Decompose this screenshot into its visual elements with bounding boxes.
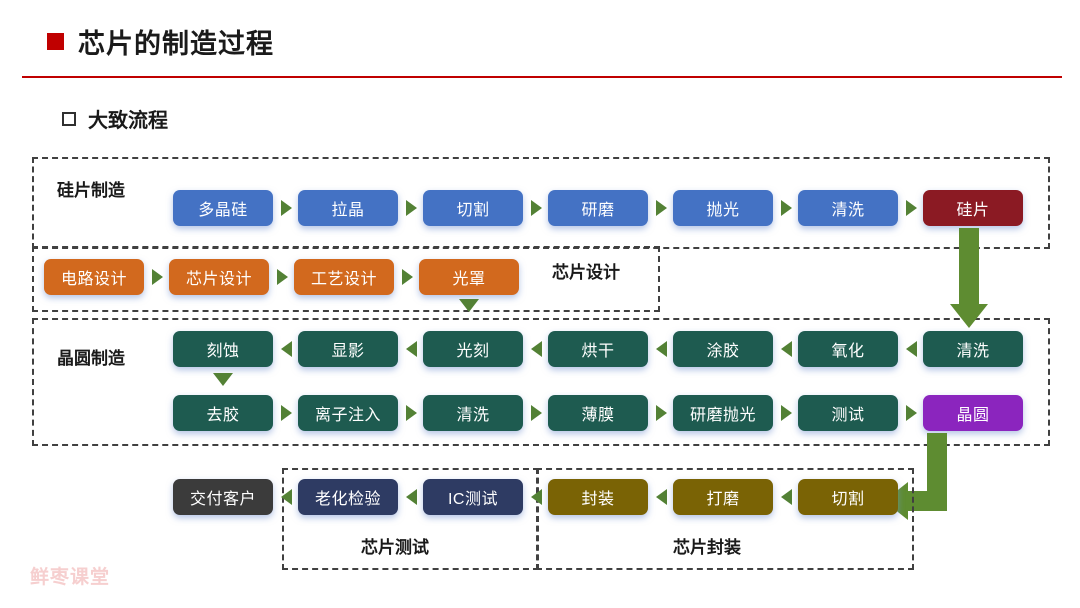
arrow-right-icon <box>281 405 292 421</box>
arrow-left-icon <box>406 341 417 357</box>
group-label-wafer-substrate: 硅片制造 <box>57 181 125 200</box>
step-box-jiaofukehu[interactable]: 交付客户 <box>173 479 273 515</box>
step-box-bomo[interactable]: 薄膜 <box>548 395 648 431</box>
step-box-fengzhuang[interactable]: 封装 <box>548 479 648 515</box>
watermark: 鲜枣课堂 <box>30 567 111 588</box>
arrow-left-icon <box>406 489 417 505</box>
step-box-damo[interactable]: 打磨 <box>673 479 773 515</box>
step-box-yanmopaoguang[interactable]: 研磨抛光 <box>673 395 773 431</box>
arrow-left-icon <box>781 341 792 357</box>
step-box-dianlusheji[interactable]: 电路设计 <box>44 259 144 295</box>
arrow-down-icon <box>213 373 233 386</box>
arrow-right-icon <box>656 405 667 421</box>
step-box-ic-ceshi[interactable]: IC测试 <box>423 479 523 515</box>
step-box-guipian[interactable]: 硅片 <box>923 190 1023 226</box>
step-box-guangzhao[interactable]: 光罩 <box>419 259 519 295</box>
connector-fab-to-package-stem-vertical <box>927 433 947 491</box>
step-box-tujiao[interactable]: 涂胶 <box>673 331 773 367</box>
step-box-jingyuan[interactable]: 晶圆 <box>923 395 1023 431</box>
step-box-qiege-package[interactable]: 切割 <box>798 479 898 515</box>
connector-substrate-to-fab-stem <box>959 228 979 306</box>
step-box-yanmo[interactable]: 研磨 <box>548 190 648 226</box>
arrow-left-icon <box>906 341 917 357</box>
step-box-yanghua[interactable]: 氧化 <box>798 331 898 367</box>
group-label-chip-test: 芯片测试 <box>361 538 429 557</box>
step-box-qiege[interactable]: 切割 <box>423 190 523 226</box>
page-title: 芯片的制造过程 <box>47 22 274 61</box>
section-subtitle-text: 大致流程 <box>88 110 168 132</box>
section-subtitle: 大致流程 <box>62 104 168 133</box>
group-label-chip-package: 芯片封装 <box>673 538 741 557</box>
page-title-text: 芯片的制造过程 <box>78 29 274 59</box>
arrow-right-icon <box>781 200 792 216</box>
step-box-laohuajianyan[interactable]: 老化检验 <box>298 479 398 515</box>
arrow-right-icon <box>906 200 917 216</box>
group-label-chip-design: 芯片设计 <box>552 263 620 282</box>
step-box-honggan[interactable]: 烘干 <box>548 331 648 367</box>
arrow-right-icon <box>281 200 292 216</box>
arrow-right-icon <box>656 200 667 216</box>
group-chip-design <box>32 246 660 312</box>
step-box-qujiao[interactable]: 去胶 <box>173 395 273 431</box>
subtitle-bullet-hollow-square-icon <box>62 111 76 126</box>
arrow-down-icon <box>459 299 479 312</box>
arrow-right-icon <box>531 200 542 216</box>
arrow-left-icon <box>531 489 542 505</box>
arrow-right-icon <box>277 269 288 285</box>
step-box-duojinggui[interactable]: 多晶硅 <box>173 190 273 226</box>
arrow-left-icon <box>781 489 792 505</box>
arrow-right-icon <box>402 269 413 285</box>
step-box-qingxi-fab[interactable]: 清洗 <box>923 331 1023 367</box>
group-label-wafer-fab: 晶圆制造 <box>57 349 125 368</box>
step-box-qingxi-substrate[interactable]: 清洗 <box>798 190 898 226</box>
step-box-ceshi[interactable]: 测试 <box>798 395 898 431</box>
step-box-gongyisheji[interactable]: 工艺设计 <box>294 259 394 295</box>
arrow-right-icon <box>152 269 163 285</box>
arrow-left-icon <box>281 489 292 505</box>
arrow-left-icon <box>281 341 292 357</box>
arrow-right-icon <box>781 405 792 421</box>
step-box-guangke[interactable]: 光刻 <box>423 331 523 367</box>
connector-substrate-to-fab-arrowhead <box>950 304 988 328</box>
group-wafer-substrate <box>32 157 1050 249</box>
title-bullet-square-icon <box>47 33 64 50</box>
step-box-keshi[interactable]: 刻蚀 <box>173 331 273 367</box>
title-divider <box>22 76 1062 78</box>
step-box-xianying[interactable]: 显影 <box>298 331 398 367</box>
group-wafer-fab <box>32 318 1050 446</box>
group-chip-package <box>536 468 914 570</box>
step-box-lajing[interactable]: 拉晶 <box>298 190 398 226</box>
connector-fab-to-package-stem-horizontal <box>908 491 947 511</box>
arrow-left-icon <box>656 341 667 357</box>
arrow-right-icon <box>406 200 417 216</box>
arrow-right-icon <box>406 405 417 421</box>
step-box-qingxi-fab2[interactable]: 清洗 <box>423 395 523 431</box>
group-chip-test <box>282 468 539 570</box>
arrow-right-icon <box>906 405 917 421</box>
step-box-xinpiansheji[interactable]: 芯片设计 <box>169 259 269 295</box>
arrow-left-icon <box>531 341 542 357</box>
step-box-paoguang[interactable]: 抛光 <box>673 190 773 226</box>
arrow-left-icon <box>656 489 667 505</box>
arrow-right-icon <box>531 405 542 421</box>
step-box-lizizhuru[interactable]: 离子注入 <box>298 395 398 431</box>
